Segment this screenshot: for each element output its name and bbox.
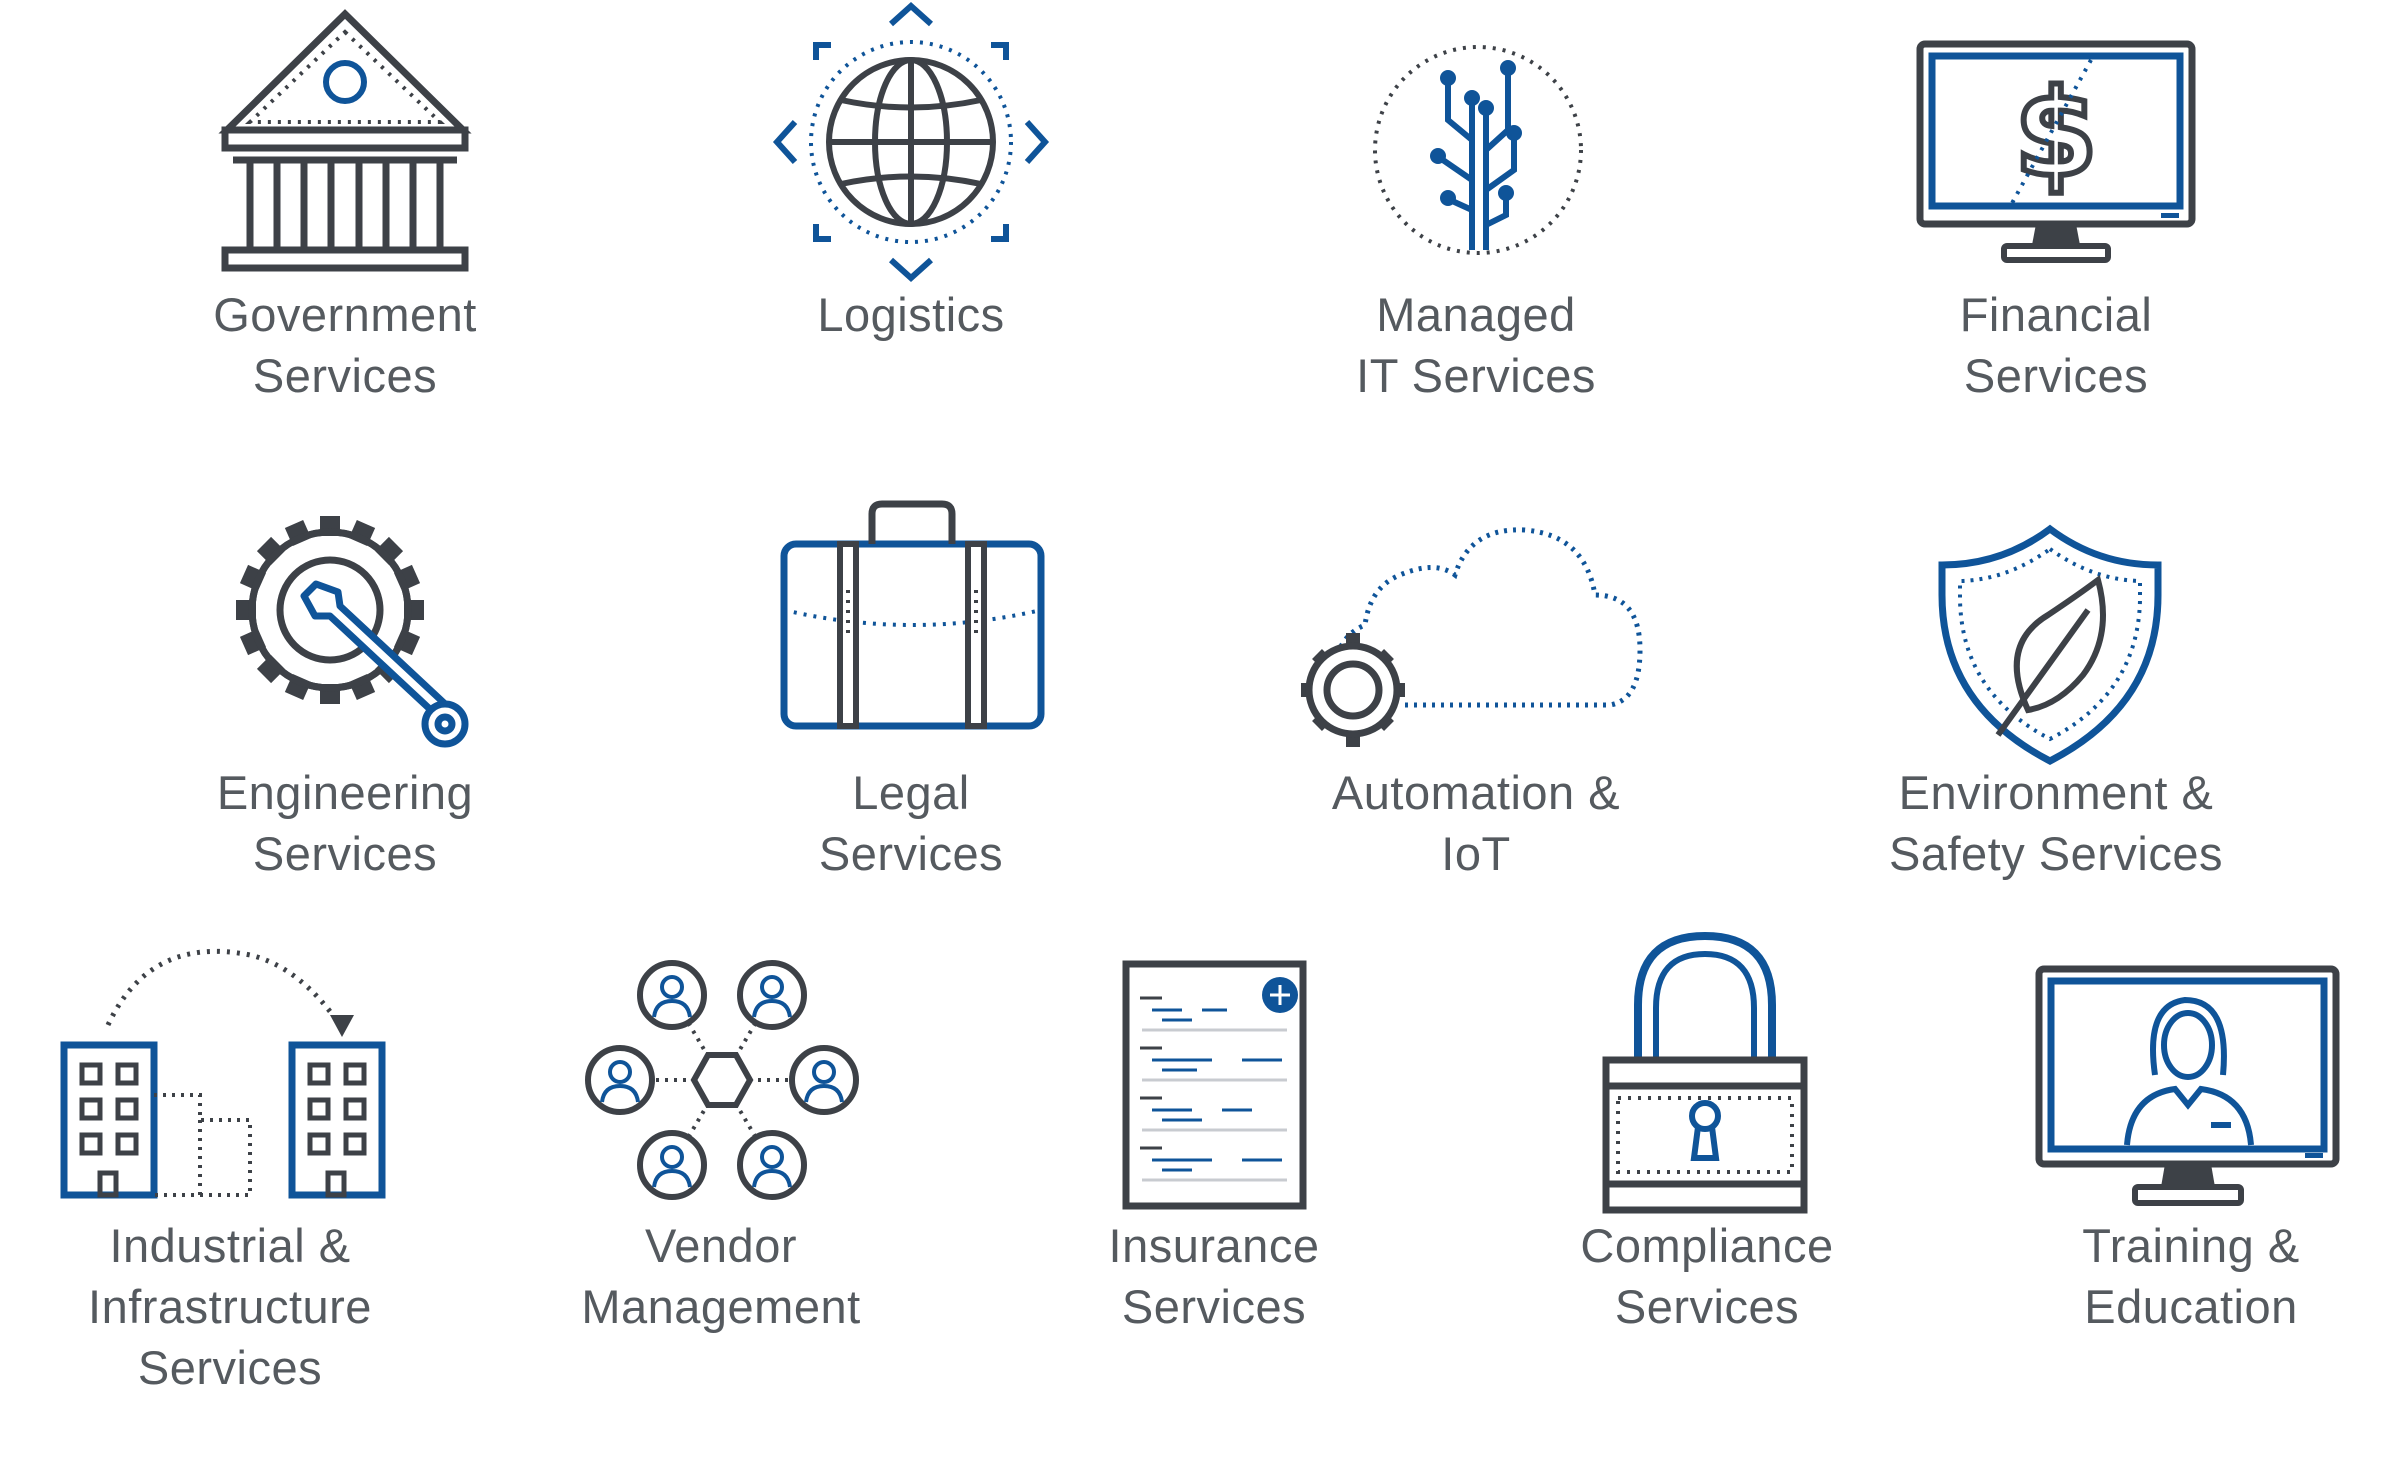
people-network-icon — [585, 960, 859, 1200]
circuit-tree-icon — [1373, 45, 1583, 255]
service-label: Engineering Services — [216, 766, 474, 880]
service-label: Training & Education — [2082, 1219, 2300, 1333]
policy-document-icon — [1122, 960, 1307, 1210]
service-label: Legal Services — [818, 766, 1004, 880]
globe-arrows-icon — [772, 1, 1050, 283]
service-label: Environment & Safety Services — [1888, 766, 2224, 880]
dollar-monitor-icon: $ — [1916, 40, 2196, 263]
gear-wrench-icon — [236, 516, 469, 748]
shield-leaf-icon — [1938, 524, 2162, 765]
cloud-gear-icon — [1301, 527, 1643, 747]
padlock-icon — [1602, 931, 1808, 1214]
government-building-icon — [218, 9, 472, 272]
service-label: Industrial & Infrastructure Services — [88, 1219, 372, 1394]
service-label: Compliance Services — [1580, 1219, 1834, 1333]
service-label: Financial Services — [1959, 288, 2153, 402]
video-trainer-icon — [2035, 965, 2340, 1206]
service-label: Managed IT Services — [1356, 288, 1596, 402]
service-label: Logistics — [817, 288, 1005, 341]
briefcase-icon — [780, 500, 1045, 730]
service-label: Insurance Services — [1108, 1219, 1320, 1333]
service-label: Vendor Management — [581, 1219, 861, 1333]
svg-text:$: $ — [2014, 65, 2098, 204]
service-label: Automation & IoT — [1331, 766, 1621, 880]
service-label: Government Services — [213, 288, 477, 402]
buildings-transfer-icon — [60, 948, 386, 1199]
